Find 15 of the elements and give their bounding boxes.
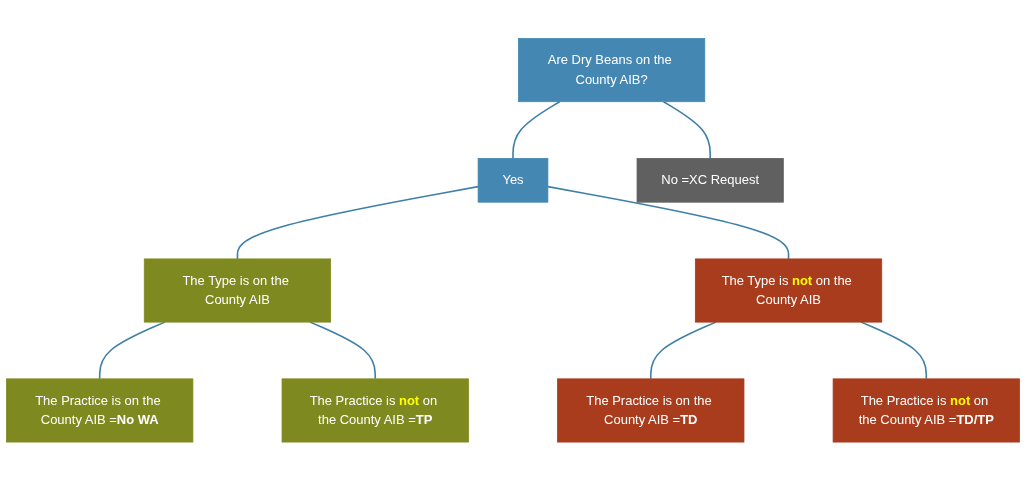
node-box: Yes [477,158,549,203]
connector [309,321,377,380]
node-box: The Practice is not on the County AIB =TP [281,378,469,443]
connector [512,101,561,160]
connector [547,186,790,260]
node-box: The Type is on the County AIB [143,258,332,323]
node-box: The Practice is on the County AIB =TD [557,378,745,443]
node-box: No =XC Request [636,158,784,203]
connector [236,186,479,260]
node-box: The Practice is not on the County AIB =TD/TP [832,378,1020,443]
connector [649,321,717,380]
node-box: The Practice is on the County AIB =No WA [6,378,194,443]
node-box: The Type is not on the County AIB [694,258,883,323]
connector [662,101,711,160]
node-box: Are Dry Beans on the County AIB? [518,38,706,103]
